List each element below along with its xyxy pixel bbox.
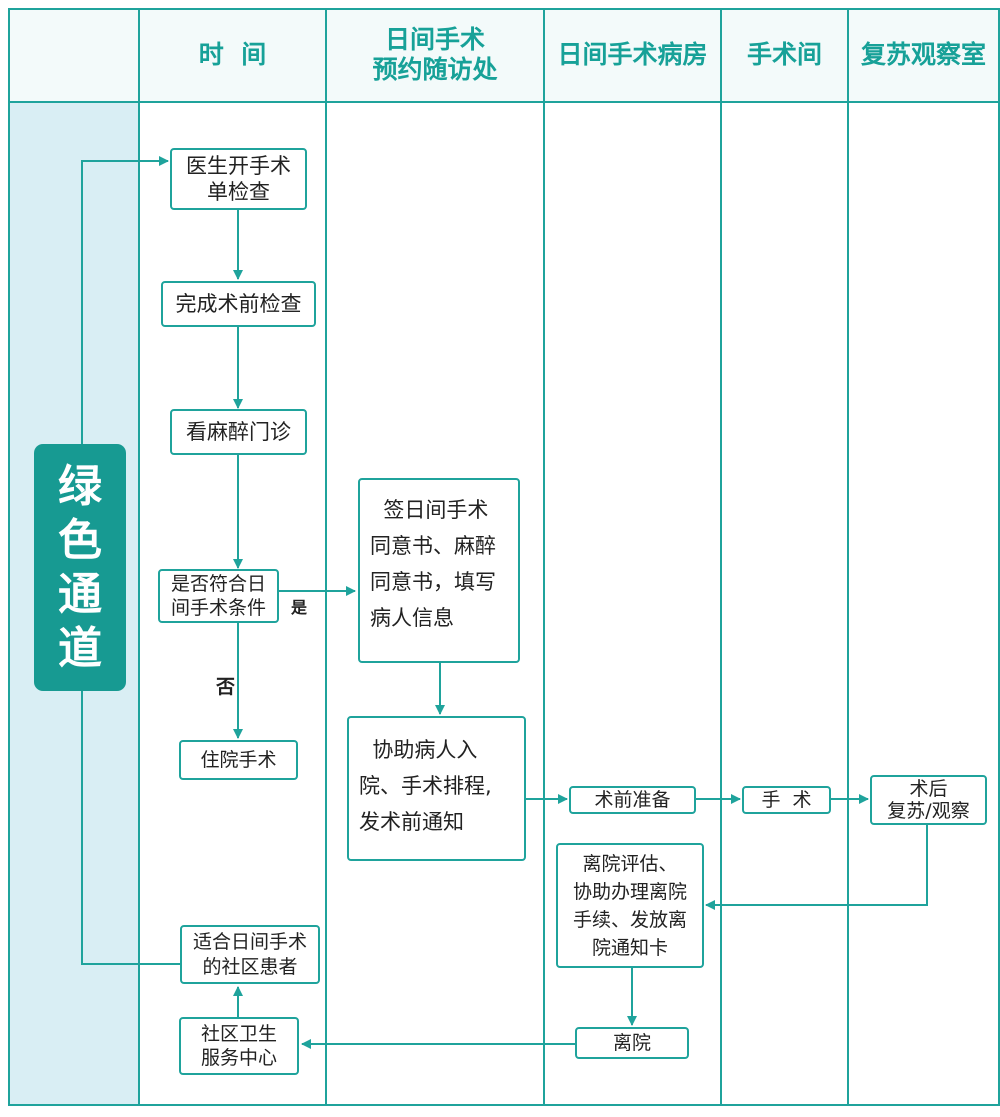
node-community-patients: 适合日间手术 的社区患者 — [180, 925, 320, 984]
header-row-bg — [8, 8, 1000, 102]
node-order-exam: 医生开手术 单检查 — [170, 148, 307, 210]
column-divider-2 — [325, 8, 327, 1106]
header-recovery-room: 复苏观察室 — [860, 40, 986, 69]
node-community-center: 社区卫生 服务中心 — [179, 1017, 299, 1075]
edge-label-no: 否 — [216, 676, 236, 698]
header-operating-room: 手术间 — [746, 40, 822, 69]
node-surgery: 手 术 — [742, 786, 831, 814]
node-leave: 离院 — [575, 1027, 689, 1059]
arrow-recovery-to-discharge — [705, 825, 928, 910]
header-appointment-followup: 日间手术 预约随访处 — [372, 25, 498, 84]
right-border — [998, 8, 1000, 1106]
column-divider-5 — [847, 8, 849, 1106]
bottom-border — [8, 1104, 1000, 1106]
column-divider-1 — [138, 8, 140, 1106]
column-divider-3 — [543, 8, 545, 1106]
column-divider-4 — [720, 8, 722, 1106]
header-divider — [8, 101, 1000, 103]
node-anesthesia-clinic: 看麻醉门诊 — [170, 409, 307, 455]
top-border — [8, 8, 1000, 10]
header-day-surgery-ward: 日间手术病房 — [557, 40, 708, 69]
node-discharge-eval: 离院评估、 协助办理离院 手续、发放离 院通知卡 — [556, 843, 704, 968]
node-inpatient-surgery: 住院手术 — [179, 740, 298, 780]
header-time: 时 间 — [198, 40, 267, 69]
edge-label-yes: 是 — [291, 598, 308, 617]
node-eligibility: 是否符合日 间手术条件 — [158, 569, 279, 623]
node-consent: 签日间手术 同意书、麻醉 同意书，填写 病人信息 — [358, 478, 520, 663]
node-preop-exam: 完成术前检查 — [161, 281, 316, 327]
node-preop-prep: 术前准备 — [569, 786, 696, 814]
left-border — [8, 8, 10, 1106]
node-recovery: 术后 复苏/观察 — [870, 775, 987, 825]
node-admission: 协助病人入 院、手术排程, 发术前通知 — [347, 716, 526, 861]
green-channel-label: 绿 色 通 道 — [34, 444, 126, 691]
